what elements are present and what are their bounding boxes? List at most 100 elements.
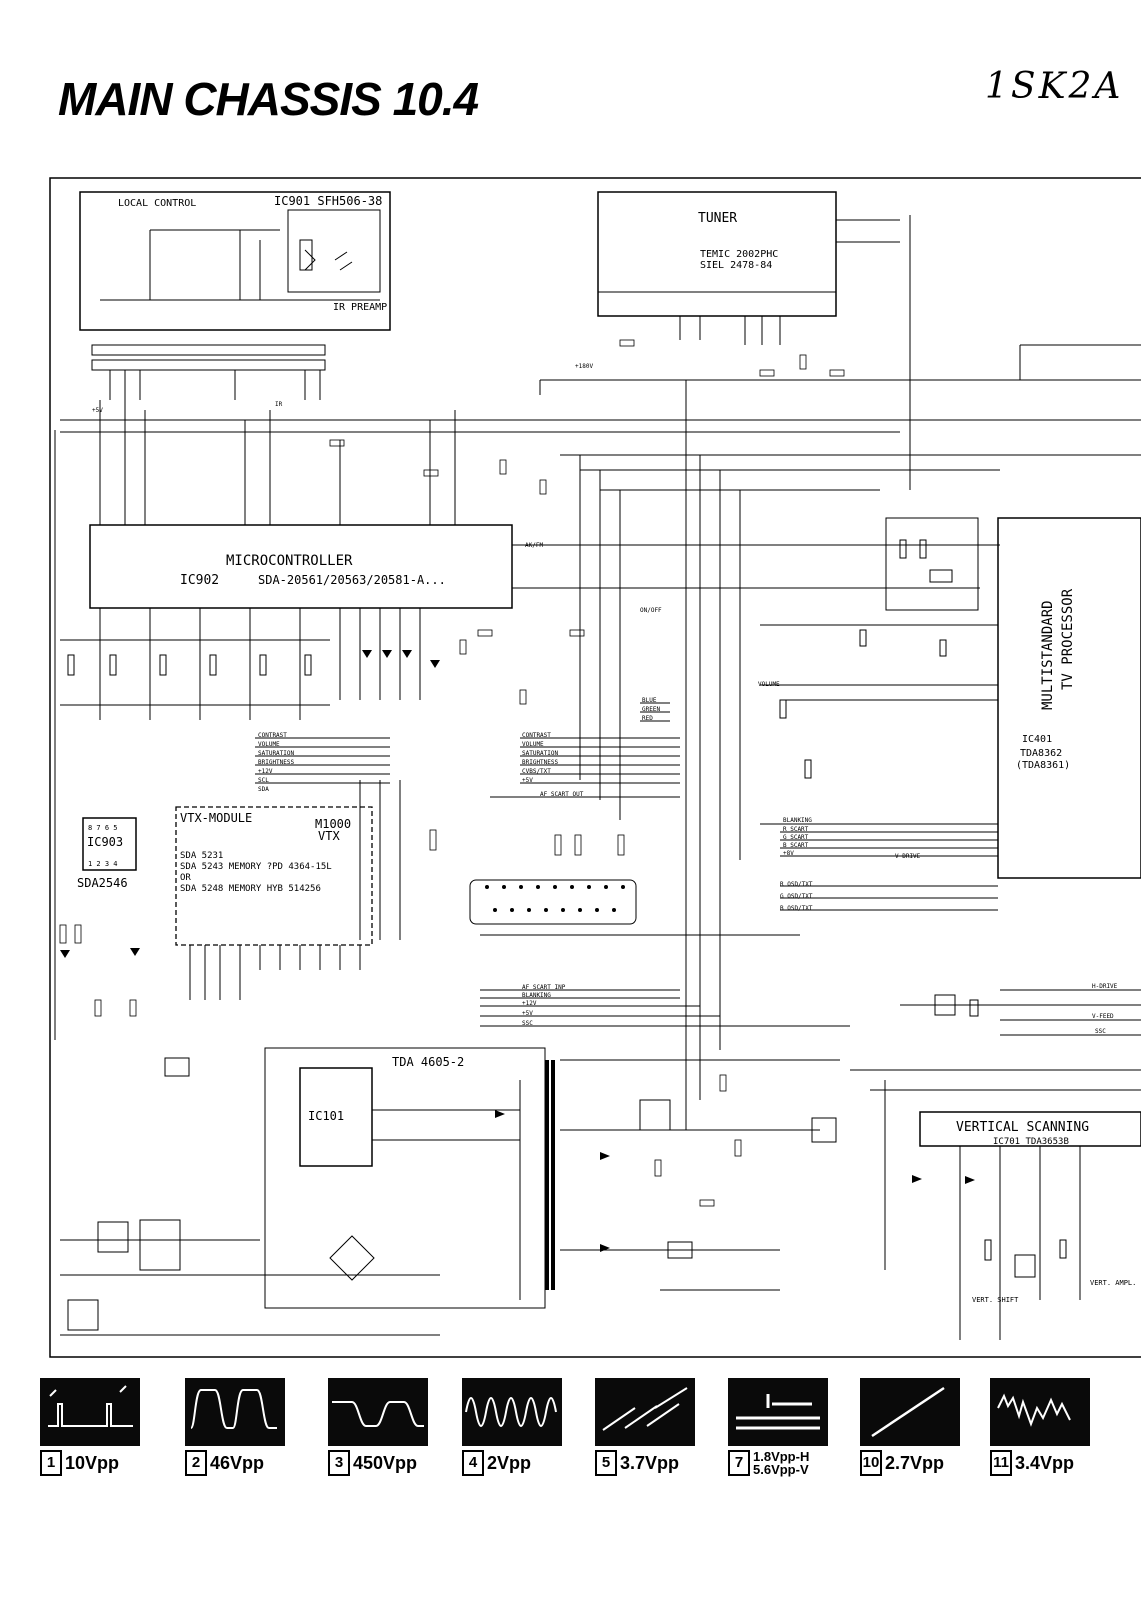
af-scart-out-signal: AF SCART OUT — [540, 791, 584, 798]
power-supply-block: TDA 4605-2 IC101 — [60, 1047, 840, 1336]
page-title: MAIN CHASSIS 10.4 — [58, 73, 479, 125]
blanking-signal: BLANKING — [783, 817, 812, 824]
ic903-block: 8 7 6 5 IC903 1 2 3 4 SDA2546 — [77, 817, 137, 890]
h-drive-signal: H-DRIVE — [1092, 983, 1118, 990]
ic101-label: IC101 — [308, 1109, 344, 1123]
waveform-screen — [860, 1378, 960, 1446]
volume-signal-3: VOLUME — [758, 681, 780, 688]
blanking-signal-2: BLANKING — [522, 992, 551, 999]
saturation-signal: SATURATION — [258, 750, 295, 757]
brightness-signal: BRIGHTNESS — [258, 759, 295, 766]
waveform-value: 2Vpp — [487, 1452, 532, 1473]
ic903-part: SDA2546 — [77, 876, 128, 890]
svg-text:1 2 3 4: 1 2 3 4 — [88, 860, 118, 868]
v-drive-signal: V-DRIVE — [895, 853, 921, 860]
v-feed-signal: V-FEED — [1092, 1013, 1114, 1020]
plus12v-signal-2: +12V — [522, 1000, 537, 1007]
waveform-value: 3.7Vpp — [620, 1452, 680, 1473]
vert-shift-label: VERT. SHIFT — [972, 1296, 1019, 1304]
waveform-value: 2.7Vpp — [885, 1452, 945, 1473]
volume-signal-2: VOLUME — [522, 741, 544, 748]
ic401-label: IC401 — [1022, 734, 1052, 745]
vtx-line-4: SDA 5248 MEMORY HYB 514256 — [180, 884, 321, 894]
handwritten-code: 1SK2A — [985, 66, 1124, 107]
brightness-signal-2: BRIGHTNESS — [522, 759, 559, 766]
ic401-alt: (TDA8361) — [1016, 760, 1070, 771]
waveform-number: 1 — [40, 1450, 62, 1476]
waveform-number: 2 — [185, 1450, 207, 1476]
vtx-code: M1000 — [315, 817, 351, 831]
waveform-value: 3.4Vpp — [1015, 1452, 1075, 1473]
saturation-signal-2: SATURATION — [522, 750, 559, 757]
tv-processor-label-2: TV PROCESSOR — [1060, 588, 1076, 690]
tuner-model-1: TEMIC 2002PHC — [700, 249, 778, 260]
vertical-scanning-label: VERTICAL SCANNING — [956, 1120, 1089, 1135]
contrast-signal: CONTRAST — [258, 732, 287, 739]
ic901-label: IC901 SFH506-38 — [274, 194, 382, 208]
vertical-scanning-block: VERTICAL SCANNING IC701 TDA3653B VERT. S… — [850, 983, 1141, 1340]
ssc-signal-2: SSC — [1095, 1028, 1106, 1035]
waveform-number: 7 — [728, 1450, 750, 1476]
waveform-number: 3 — [328, 1450, 350, 1476]
vert-ampl-label: VERT. AMPL. — [1090, 1279, 1136, 1287]
g-osd-signal: G OSD/TXT — [780, 893, 813, 900]
plus5v-signal: +5V — [522, 777, 533, 784]
tv-processor-block: MULTISTANDARD TV PROCESSOR IC401 TDA8362… — [758, 517, 1141, 912]
vtx-sub: VTX — [318, 829, 340, 843]
connector-strip — [91, 344, 326, 400]
ir-signal: IR — [275, 401, 283, 408]
tda4605-label: TDA 4605-2 — [392, 1055, 464, 1069]
ic401-part: TDA8362 — [1020, 748, 1062, 759]
microcontroller-block: MICROCONTROLLER IC902 SDA-20561/20563/20… — [60, 400, 1000, 720]
waveform-value: 10Vpp — [65, 1452, 120, 1473]
waveform-screen — [185, 1378, 285, 1446]
plus180v-signal: +180V — [575, 363, 593, 370]
blue-signal: BLUE — [642, 697, 657, 704]
waveform-screen — [728, 1378, 828, 1446]
tuner-label: TUNER — [698, 211, 737, 226]
local-control-label: LOCAL CONTROL — [118, 198, 196, 209]
waveform-screen — [990, 1378, 1090, 1446]
volume-signal: VOLUME — [258, 741, 280, 748]
ssc-signal: SSC — [522, 1020, 533, 1027]
contrast-signal-2: CONTRAST — [522, 732, 551, 739]
vtx-module-block: VTX-MODULE M1000 VTX SDA 5231 SDA 5243 M… — [175, 780, 401, 1000]
green-signal: GREEN — [642, 706, 660, 713]
local-control-block: LOCAL CONTROL IC901 SFH506-38 IR PREAMP — [79, 191, 391, 331]
ic903-label: IC903 — [87, 835, 123, 849]
plus5v-signal-2: +5V — [522, 1010, 533, 1017]
sda-signal: SDA — [258, 786, 269, 793]
b-scart-signal: B SCART — [783, 842, 809, 849]
ic902-part: SDA-20561/20563/20581-A... — [258, 573, 446, 587]
vtx-line-1: SDA 5231 — [180, 851, 223, 861]
on-off-signal: ON/OFF — [640, 607, 662, 614]
r-scart-signal: R SCART — [783, 826, 809, 833]
vtx-line-2: SDA 5243 MEMORY ?PD 4364-15L — [180, 862, 332, 872]
plus12v-signal: +12V — [258, 768, 273, 775]
waveform-number: 10 — [860, 1450, 882, 1476]
af-scart-inp-signal: AF SCART INP — [522, 984, 566, 991]
scl-signal: SCL — [258, 777, 269, 784]
waveform-screen — [328, 1378, 428, 1446]
waveform-number: 5 — [595, 1450, 617, 1476]
waveform-screen — [462, 1378, 562, 1446]
ic902-label: IC902 — [180, 573, 219, 588]
waveform-screen — [40, 1378, 140, 1446]
